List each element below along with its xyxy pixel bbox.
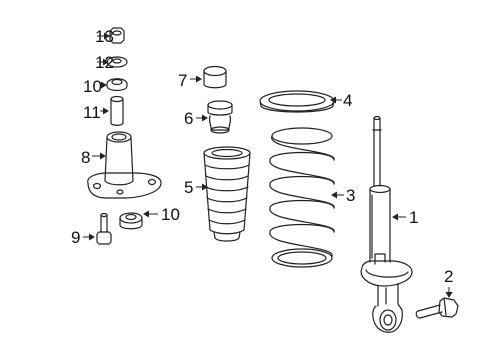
part-5-dust-boot: 5 bbox=[184, 146, 251, 242]
part-12-washer: 12 bbox=[95, 53, 128, 72]
part-2-bolt: 2 bbox=[415, 267, 459, 319]
part-11-sleeve: 11 bbox=[83, 95, 124, 126]
callout-8: 8 bbox=[81, 148, 90, 167]
callout-6: 6 bbox=[184, 109, 193, 128]
callout-1: 1 bbox=[409, 208, 418, 227]
callout-5: 5 bbox=[184, 178, 193, 197]
part-1-shock-absorber: 1 bbox=[360, 115, 418, 333]
callout-7: 7 bbox=[178, 71, 187, 90]
callout-10-lower: 10 bbox=[161, 205, 180, 224]
callout-3: 3 bbox=[346, 186, 355, 205]
part-4-spring-insulator: 4 bbox=[259, 90, 352, 113]
part-7-bump-stop-cap: 7 bbox=[178, 65, 227, 90]
callout-2: 2 bbox=[444, 267, 453, 286]
callout-11: 11 bbox=[83, 103, 101, 122]
part-9-bolt: 9 bbox=[71, 212, 112, 247]
part-6-bump-stop: 6 bbox=[184, 100, 233, 134]
part-8-upper-mount: 8 bbox=[81, 131, 162, 199]
callout-10-upper: 10 bbox=[83, 77, 102, 96]
callout-9: 9 bbox=[71, 228, 80, 247]
part-3-coil-spring: 3 bbox=[269, 127, 355, 268]
part-10-upper-cushion: 10 bbox=[83, 77, 128, 96]
part-13-nut: 13 bbox=[95, 27, 125, 46]
part-10-lower-cushion: 10 bbox=[119, 205, 180, 230]
callout-4: 4 bbox=[343, 91, 352, 110]
